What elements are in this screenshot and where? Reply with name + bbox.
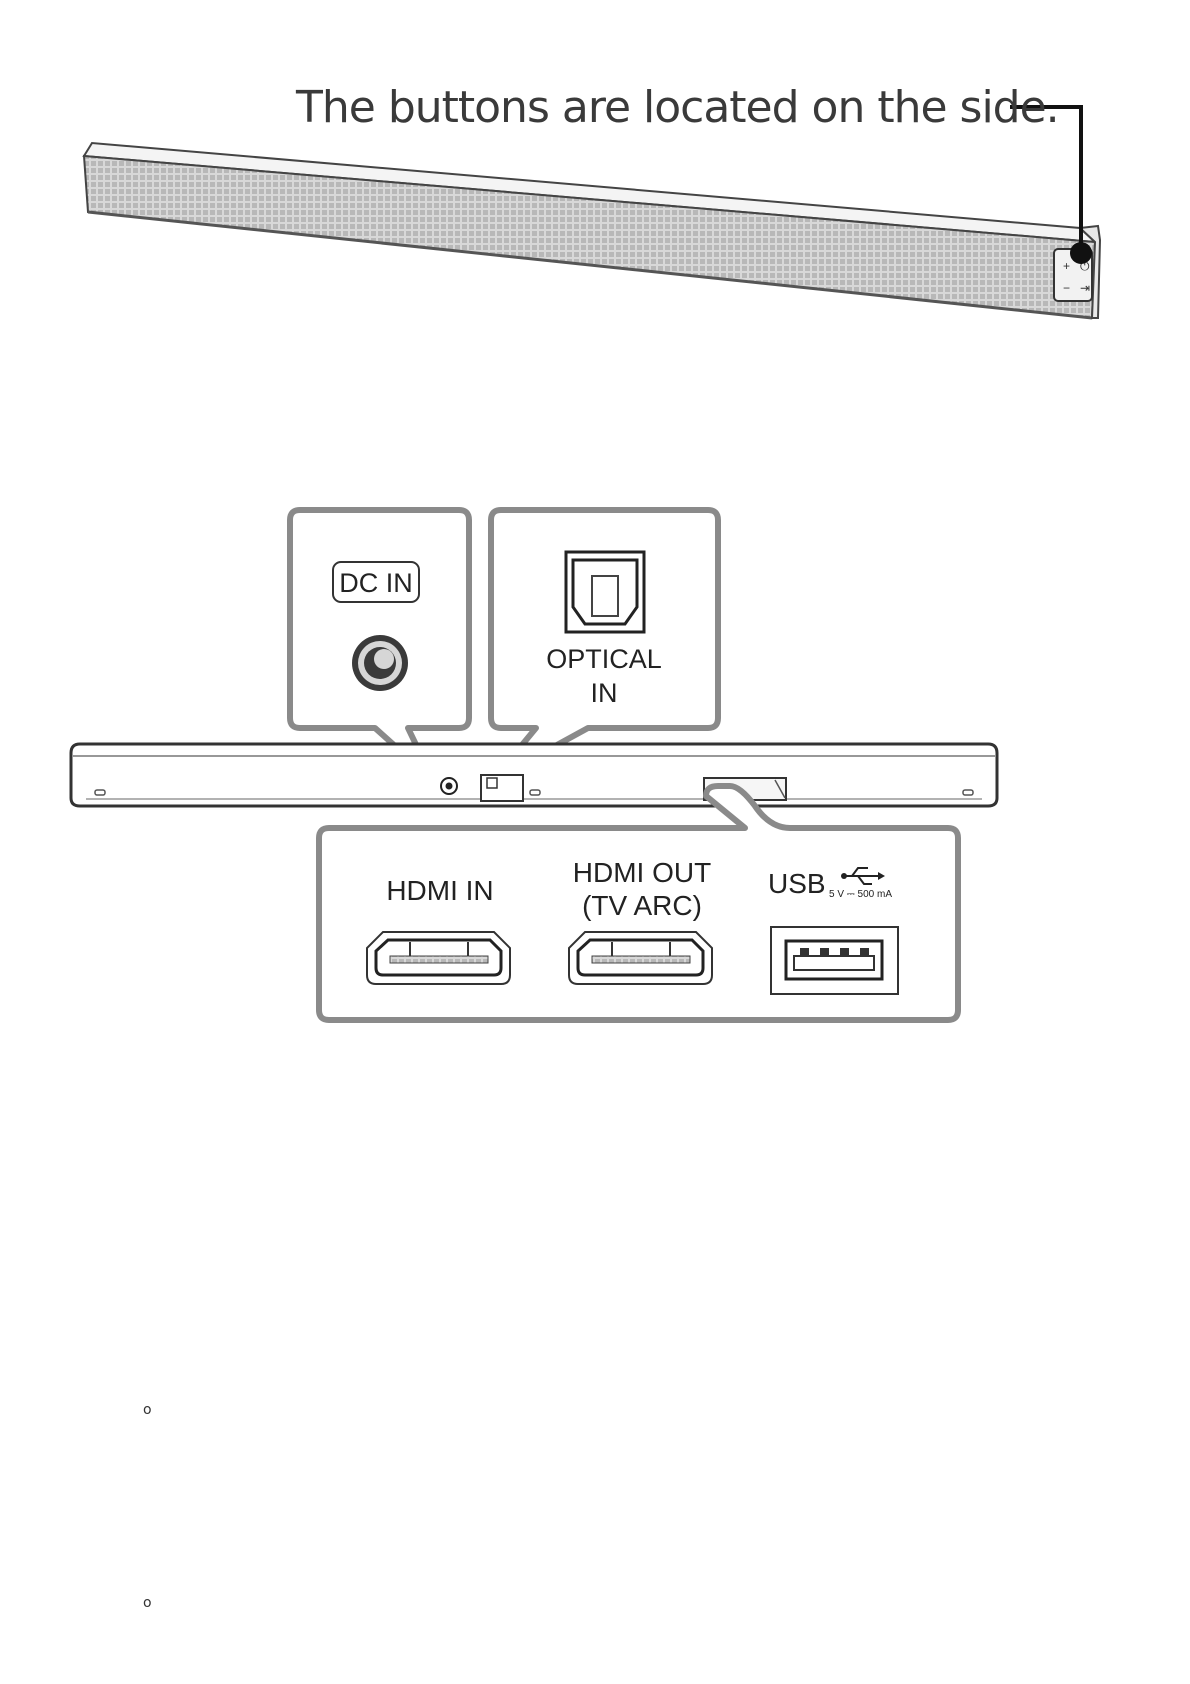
buttons-caption: The buttons are located on the side.: [295, 82, 1059, 133]
optical-port-icon: [566, 552, 644, 632]
dc-in-label: DC IN: [339, 568, 413, 598]
dc-in-callout: DC IN: [290, 510, 469, 780]
caption-leader-dot: [1070, 242, 1092, 264]
optical-in-callout: OPTICAL IN: [491, 510, 718, 780]
hdmi-out-port-icon: [569, 932, 712, 984]
usb-label: USB: [768, 868, 826, 899]
hdmi-in-label: HDMI IN: [386, 875, 493, 906]
soundbar-rear-illustration: [71, 744, 997, 806]
list-bullet: o: [143, 1402, 152, 1418]
button-plus-icon: +: [1063, 259, 1070, 273]
hdmi-out-label-line2: (TV ARC): [582, 890, 702, 921]
dc-jack-icon: [352, 635, 408, 691]
hdmi-out-label-line1: HDMI OUT: [573, 857, 711, 888]
button-function-icon: ⇥: [1080, 281, 1090, 295]
usb-port-icon: [771, 927, 898, 994]
soundbar-front-illustration: [84, 143, 1100, 318]
button-minus-icon: −: [1063, 281, 1070, 295]
hdmi-usb-callout: HDMI IN HDMI OUT (TV ARC) USB 5 V ⎓ 500 …: [319, 786, 958, 1020]
usb-rating: 5 V ⎓ 500 mA: [829, 889, 892, 900]
optical-label-line2: IN: [591, 678, 618, 708]
hdmi-in-port-icon: [367, 932, 510, 984]
list-bullet: o: [143, 1595, 152, 1611]
optical-label-line1: OPTICAL: [546, 644, 662, 674]
